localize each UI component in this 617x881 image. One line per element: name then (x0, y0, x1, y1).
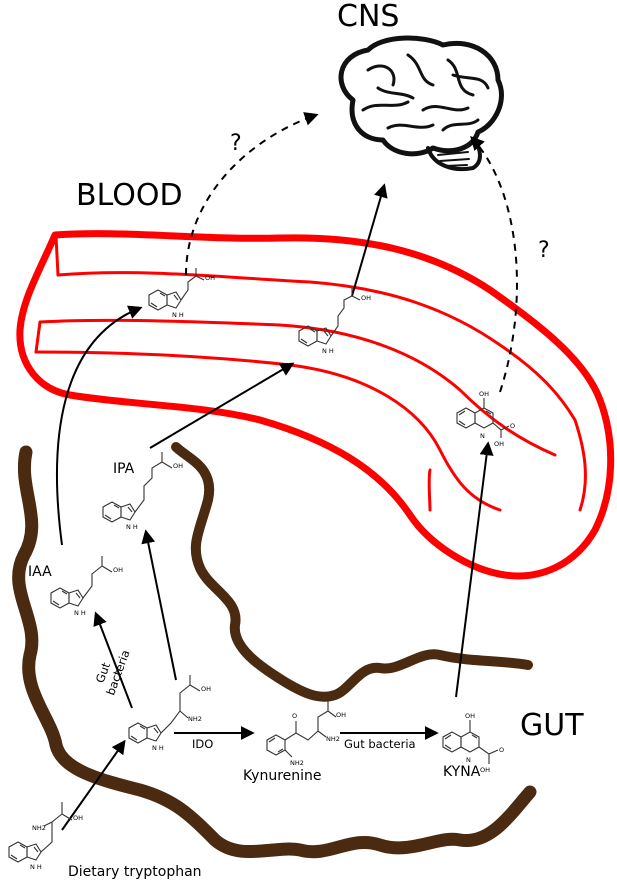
svg-text:NH2: NH2 (188, 715, 202, 723)
svg-text:OH: OH (494, 440, 504, 448)
svg-text:Gut: Gut (93, 660, 113, 685)
svg-text:OH: OH (205, 274, 215, 282)
svg-text:O: O (499, 746, 504, 754)
molecule-ipa: N H OH (102, 452, 183, 531)
svg-text:OH: OH (479, 390, 489, 398)
svg-text:OH: OH (336, 711, 346, 719)
label-ido: IDO (192, 737, 213, 751)
svg-text:N: N (480, 432, 485, 440)
svg-text:N H: N H (152, 744, 164, 752)
brain-icon (338, 35, 504, 171)
label-kynurenine: Kynurenine (243, 768, 322, 784)
svg-text:OH: OH (480, 766, 490, 774)
label-dietary-tryptophan: Dietary tryptophan (68, 864, 202, 880)
molecule-ipa-blood: N H OH (298, 288, 371, 355)
svg-text:N H: N H (322, 347, 334, 355)
label-gut-bacteria-kyna: Gut bacteria (344, 737, 416, 751)
svg-text:O: O (510, 422, 515, 430)
blood-label: BLOOD (76, 178, 183, 213)
svg-text:OH: OH (465, 712, 475, 720)
svg-text:NH2: NH2 (290, 759, 304, 767)
svg-text:N H: N H (30, 863, 42, 871)
molecule-iaa-blood: N H OH (148, 268, 215, 319)
molecule-kynurenine: O OH NH2 NH2 (266, 701, 346, 767)
svg-text:N H: N H (74, 609, 86, 617)
label-ipa: IPA (113, 461, 135, 477)
svg-text:NH2: NH2 (32, 824, 46, 832)
svg-text:NH2: NH2 (326, 735, 340, 743)
svg-text:N: N (466, 756, 471, 764)
molecule-tryptophan: N H OH NH2 (128, 675, 211, 752)
molecule-kyna-blood: OH N O OH (456, 390, 515, 448)
unknown-transport-mark-2: ? (538, 238, 550, 263)
svg-text:OH: OH (173, 462, 183, 470)
label-iaa: IAA (28, 564, 52, 580)
label-kyna: KYNA (443, 764, 481, 780)
unknown-transport-mark-1: ? (230, 131, 242, 156)
gut-wall (12, 442, 537, 859)
pathway-arrows (55, 112, 518, 831)
molecule-dietary-tryptophan: N H OH NH2 (8, 802, 83, 871)
svg-text:N H: N H (126, 523, 138, 531)
svg-text:N H: N H (172, 311, 184, 319)
svg-text:O: O (292, 712, 297, 720)
cns-label: CNS (337, 0, 399, 34)
svg-text:OH: OH (361, 294, 371, 302)
molecule-iaa: N H OH (50, 556, 123, 617)
svg-text:OH: OH (73, 814, 83, 822)
molecule-kyna-gut: OH N O OH (442, 712, 504, 774)
svg-text:OH: OH (201, 685, 211, 693)
svg-text:OH: OH (113, 566, 123, 574)
gut-label: GUT (520, 708, 584, 743)
blood-vessel (16, 230, 615, 580)
